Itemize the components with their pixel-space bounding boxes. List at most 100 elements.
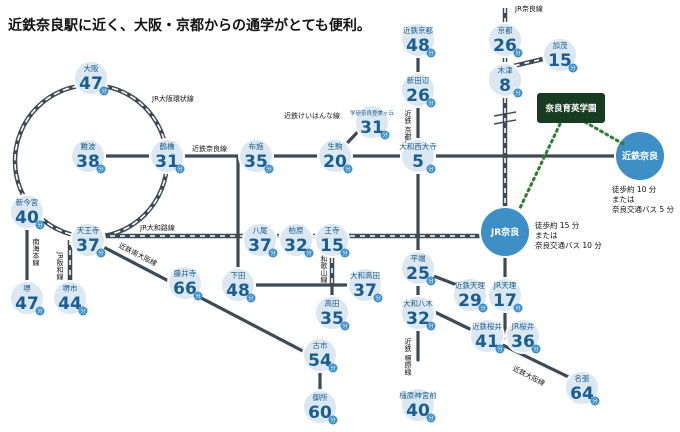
station-circle <box>220 267 256 303</box>
station-name: 学研奈良登美ヶ丘 <box>350 109 395 117</box>
station-name: 大阪 <box>84 63 99 73</box>
note-kintetsu-line-1: 徒歩約 10 分 <box>612 184 657 194</box>
station-circle <box>317 138 353 174</box>
station-name: 王寺 <box>325 226 340 235</box>
station-circle <box>400 295 436 331</box>
minute-unit: 分 <box>342 322 348 330</box>
stations: 大阪47分鶴橋31分 難波38分新今宮40分天王寺37分堺47分堺市44分 藤井寺6… <box>9 22 600 425</box>
station-name: 加茂 <box>553 40 568 50</box>
station-circle <box>70 138 106 174</box>
minute-unit: 分 <box>37 221 43 229</box>
minute-unit: 分 <box>266 165 272 173</box>
station-circle <box>505 318 541 354</box>
hub-kintetsu-nara[interactable]: 近鉄奈良 <box>614 130 666 182</box>
station-minutes: 8 <box>499 76 511 96</box>
school-name: 奈良育英学園 <box>544 103 596 114</box>
station-minutes: 35 <box>320 309 344 329</box>
label-kintetsu-osaka: 近鉄大阪線 <box>511 364 546 388</box>
note-kintetsu: 徒歩約 10 分 または 奈良交通バス 5 分 <box>612 184 675 214</box>
label-nankai: 南海本線 <box>32 237 40 266</box>
label-jr-nara-line: JR奈良線 <box>514 4 543 13</box>
station-name: 近鉄桜井 <box>472 321 502 331</box>
minute-unit: 分 <box>382 131 388 139</box>
station-circle <box>400 250 436 286</box>
station-name: 京都 <box>498 25 513 35</box>
minute-badge <box>99 86 109 96</box>
minute-badge <box>380 130 390 140</box>
station-minutes: 48 <box>406 36 430 56</box>
hub-jr-nara[interactable]: JR奈良 <box>479 206 531 258</box>
station-circle <box>487 277 523 313</box>
label-jr-yamatoji: JR大和路線 <box>139 223 175 232</box>
minute-badge <box>343 164 353 174</box>
minute-badge <box>495 344 505 354</box>
station-minutes: 37 <box>76 236 100 256</box>
station-circle <box>354 104 390 140</box>
station-name: 八尾 <box>253 226 268 235</box>
minute-unit: 分 <box>515 304 521 312</box>
station-minutes: 41 <box>475 332 499 352</box>
minute-badge <box>568 63 578 73</box>
label-kintetsu-keihanna: 近鉄けいはんな線 <box>284 111 340 120</box>
station-name: 古市 <box>313 340 328 350</box>
station-name: 近鉄京都 <box>403 25 433 35</box>
station-minutes: 26 <box>406 86 430 106</box>
station-circle <box>302 337 338 373</box>
station-minutes: 40 <box>406 401 430 421</box>
station-name: 御所 <box>313 392 328 402</box>
kintetsu-minami-osaka-line <box>88 238 322 407</box>
minute-badge <box>96 164 106 174</box>
minute-badge <box>175 164 185 174</box>
station-circle <box>487 62 523 98</box>
station-minutes: 40 <box>15 208 39 228</box>
station-name: 柏原 <box>289 225 304 235</box>
station-name: JR天理 <box>493 281 517 290</box>
minute-unit: 分 <box>515 49 521 57</box>
minute-unit: 分 <box>375 294 381 302</box>
minute-unit: 分 <box>177 165 183 173</box>
station-name: 木津 <box>498 65 513 75</box>
station-minutes: 15 <box>320 236 344 256</box>
station-minutes: 15 <box>548 51 572 71</box>
minute-unit: 分 <box>345 165 351 173</box>
minute-badge <box>193 291 203 301</box>
minute-unit: 分 <box>428 165 434 173</box>
station-minutes: 38 <box>76 152 100 172</box>
station-circle <box>564 370 600 406</box>
station-circle <box>347 267 383 303</box>
minute-badge <box>513 48 523 58</box>
